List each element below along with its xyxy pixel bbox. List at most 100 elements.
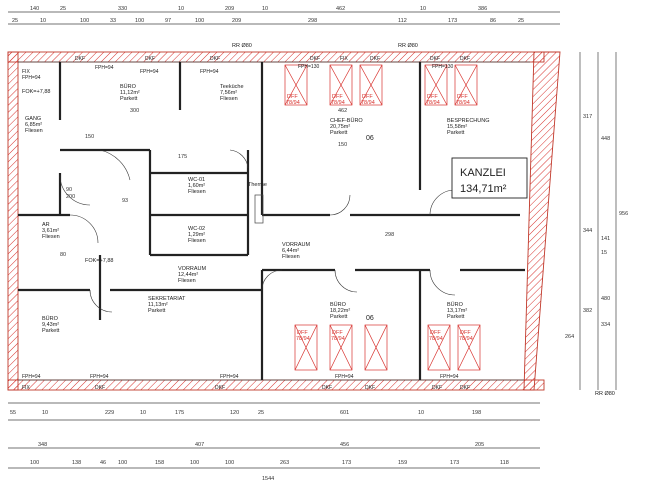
svg-text:Parkett: Parkett xyxy=(148,308,166,314)
interior-walls xyxy=(18,62,525,380)
svg-text:Fliesen: Fliesen xyxy=(282,254,300,260)
doors xyxy=(59,149,456,313)
svg-text:263: 263 xyxy=(280,460,289,466)
svg-text:FIX: FIX xyxy=(22,69,30,75)
svg-text:DFF: DFF xyxy=(287,94,298,100)
svg-text:FPH=94: FPH=94 xyxy=(140,69,159,75)
dimension-lines xyxy=(8,11,617,469)
svg-text:RR Ø80: RR Ø80 xyxy=(398,43,418,49)
window-labels: FIX FPH=94 FPH=94 FPH=94 FPH=94 DKF DKF … xyxy=(22,56,470,391)
room-wc-01: WC-01 1,60m² Fliesen xyxy=(188,177,206,195)
svg-text:FPH=94: FPH=94 xyxy=(440,374,459,380)
svg-text:334: 334 xyxy=(601,322,610,328)
svg-text:FPH=94: FPH=94 xyxy=(22,75,41,81)
svg-text:55: 55 xyxy=(10,410,16,416)
svg-text:Parkett: Parkett xyxy=(120,96,138,102)
dims-bottom-total: 1544 xyxy=(262,476,274,482)
svg-text:BÜRO: BÜRO xyxy=(120,83,137,90)
dims-top-row1: 140 25 330 10 209 10 462 10 386 xyxy=(30,6,487,12)
svg-text:6,44m²: 6,44m² xyxy=(282,248,299,254)
svg-text:209: 209 xyxy=(225,6,234,12)
svg-text:WC-02: WC-02 xyxy=(188,226,205,232)
svg-text:15: 15 xyxy=(601,250,607,256)
svg-text:Parkett: Parkett xyxy=(330,130,348,136)
svg-text:33: 33 xyxy=(110,18,116,24)
room-besprechung: BESPRECHUNG 15,58m² Parkett xyxy=(447,118,489,136)
svg-text:100: 100 xyxy=(135,18,144,24)
svg-text:78/94: 78/94 xyxy=(426,100,440,106)
kanzlei-name: KANZLEI xyxy=(460,167,506,179)
svg-text:15,58m²: 15,58m² xyxy=(447,124,467,130)
dims-bottom-row3: 100 138 46 100 158 100 100 263 173 159 1… xyxy=(30,460,509,466)
svg-text:10: 10 xyxy=(262,6,268,12)
svg-text:FPH=94: FPH=94 xyxy=(95,65,114,71)
room-vorraum-2: VORRAUM 12,44m² Fliesen xyxy=(178,266,207,284)
svg-text:158: 158 xyxy=(155,460,164,466)
dims-inner: 300 462 150 175 93 298 200 90 80 150 xyxy=(60,108,394,258)
svg-text:205: 205 xyxy=(475,442,484,448)
svg-text:DKF: DKF xyxy=(210,56,220,62)
svg-text:FPH=94: FPH=94 xyxy=(200,69,219,75)
svg-text:1,60m²: 1,60m² xyxy=(188,183,205,189)
svg-text:86: 86 xyxy=(490,18,496,24)
room-ar: AR 3,61m² Fliesen xyxy=(42,222,60,240)
room-buero-2: BÜRO 9,43m² Parkett xyxy=(42,315,60,334)
svg-text:78/94: 78/94 xyxy=(296,336,310,342)
svg-text:20,75m²: 20,75m² xyxy=(330,124,350,130)
svg-text:298: 298 xyxy=(385,232,394,238)
svg-text:FOK=+7,88: FOK=+7,88 xyxy=(85,258,113,264)
svg-text:175: 175 xyxy=(178,154,187,160)
svg-text:100: 100 xyxy=(195,18,204,24)
svg-text:100: 100 xyxy=(30,460,39,466)
room-sekretariat: SEKRETARIAT 11,13m² Parkett xyxy=(148,296,186,314)
svg-text:330: 330 xyxy=(118,6,127,12)
svg-text:DKF: DKF xyxy=(460,385,470,391)
svg-text:173: 173 xyxy=(342,460,351,466)
svg-text:78/94: 78/94 xyxy=(459,336,473,342)
svg-text:FPH=130: FPH=130 xyxy=(298,64,319,70)
svg-text:DFF: DFF xyxy=(430,330,441,336)
svg-text:78/94: 78/94 xyxy=(286,100,300,106)
svg-text:956: 956 xyxy=(619,211,628,217)
svg-text:DFF: DFF xyxy=(297,330,308,336)
svg-text:Teeküche: Teeküche xyxy=(220,84,244,90)
svg-text:VORRAUM: VORRAUM xyxy=(282,242,311,248)
svg-text:3,61m²: 3,61m² xyxy=(42,228,59,234)
svg-text:Fliesen: Fliesen xyxy=(178,278,196,284)
svg-text:175: 175 xyxy=(175,410,184,416)
svg-text:100: 100 xyxy=(225,460,234,466)
svg-text:173: 173 xyxy=(448,18,457,24)
svg-text:138: 138 xyxy=(72,460,81,466)
svg-text:DKF: DKF xyxy=(310,56,320,62)
svg-text:12,44m²: 12,44m² xyxy=(178,272,198,278)
svg-text:382: 382 xyxy=(583,308,592,314)
svg-text:FOK=+7,88: FOK=+7,88 xyxy=(22,89,50,95)
svg-text:300: 300 xyxy=(130,108,139,114)
svg-text:25: 25 xyxy=(60,6,66,12)
svg-text:10: 10 xyxy=(40,18,46,24)
svg-text:100: 100 xyxy=(118,460,127,466)
svg-text:25: 25 xyxy=(518,18,524,24)
svg-text:1,29m²: 1,29m² xyxy=(188,232,205,238)
svg-text:DKF: DKF xyxy=(370,56,380,62)
svg-text:209: 209 xyxy=(232,18,241,24)
svg-text:448: 448 xyxy=(601,136,610,142)
svg-text:11,13m²: 11,13m² xyxy=(148,302,168,308)
svg-text:18,22m²: 18,22m² xyxy=(330,308,350,314)
svg-text:11,12m²: 11,12m² xyxy=(120,90,140,96)
svg-text:10: 10 xyxy=(178,6,184,12)
svg-text:13,17m²: 13,17m² xyxy=(447,308,467,314)
svg-text:200: 200 xyxy=(66,194,75,200)
svg-text:Fliesen: Fliesen xyxy=(25,128,43,134)
svg-text:78/94: 78/94 xyxy=(456,100,470,106)
room-vorraum-1: VORRAUM 6,44m² Fliesen xyxy=(282,242,311,260)
room-chef-buero: CHEF-BÜRO 20,75m² Parkett xyxy=(330,117,363,136)
svg-text:100: 100 xyxy=(190,460,199,466)
svg-text:BÜRO: BÜRO xyxy=(330,301,347,308)
svg-text:78/94: 78/94 xyxy=(331,100,345,106)
svg-text:DKF: DKF xyxy=(460,56,470,62)
skylight-labels: DFF 78/94 DFF 78/94 DFF 78/94 DFF 78/94 … xyxy=(286,94,473,342)
svg-text:DFF: DFF xyxy=(332,330,343,336)
svg-text:264: 264 xyxy=(565,334,574,340)
